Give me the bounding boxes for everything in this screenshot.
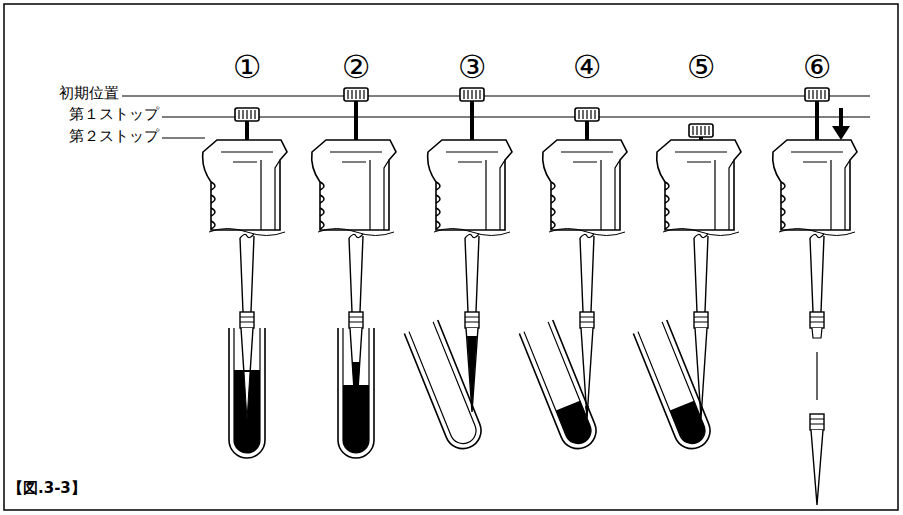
stop-label: 初期位置	[58, 85, 120, 102]
figure-caption: 【図.3-3】	[8, 480, 86, 497]
stop-label: 第１ストップ	[68, 106, 160, 123]
stop-label: 第２ストップ	[68, 128, 160, 145]
callout-number: ③	[458, 50, 487, 85]
callout-number: ②	[342, 50, 371, 85]
callout-number: ⑤	[687, 50, 716, 85]
callout-number: ⑥	[803, 50, 832, 85]
callout-number: ①	[233, 50, 262, 85]
callout-number: ④	[573, 50, 602, 85]
